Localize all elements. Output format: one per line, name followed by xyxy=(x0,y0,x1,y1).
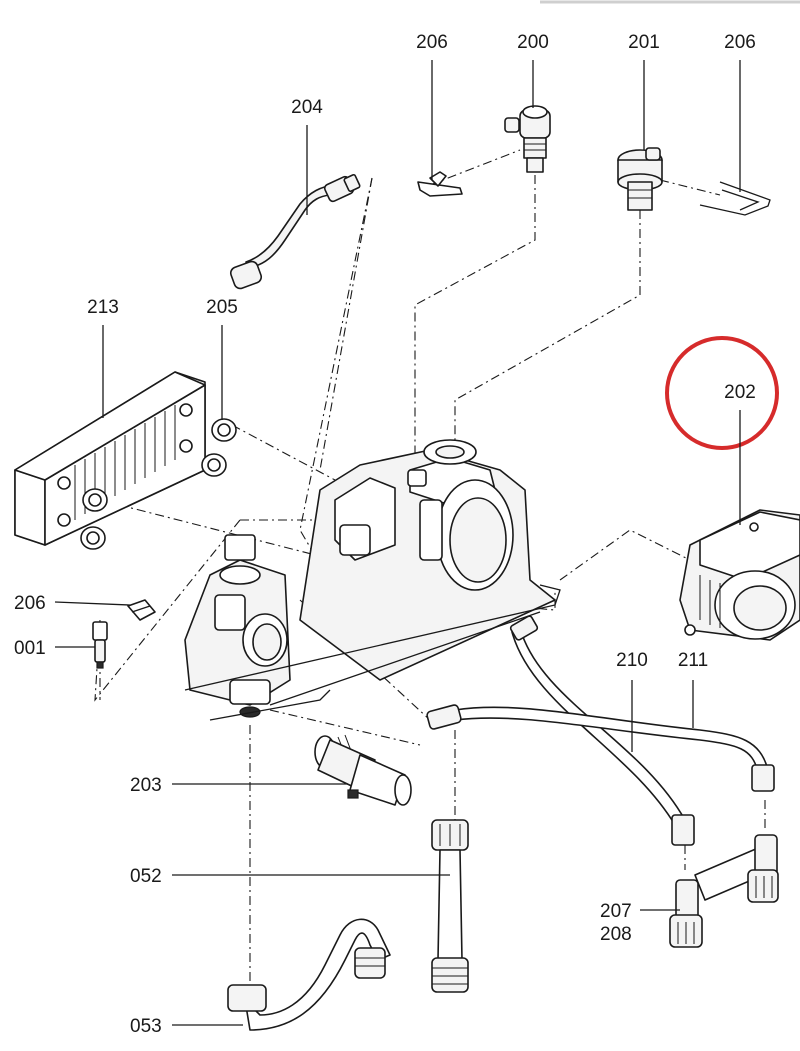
part-206-clip-left[interactable] xyxy=(127,599,156,621)
part-211-pipe[interactable] xyxy=(426,704,775,792)
part-205-seals[interactable] xyxy=(80,418,237,550)
leader-lines xyxy=(54,60,741,1026)
three-way-valve-block[interactable] xyxy=(184,534,291,718)
label-206-top-right: 206 xyxy=(724,32,756,53)
label-206-left: 206 xyxy=(14,593,46,614)
part-206-clip-top-left[interactable] xyxy=(417,171,463,197)
part-number-labels: 206 200 201 206 204 213 205 202 206 001 … xyxy=(14,32,756,1037)
part-053-bent-pipe[interactable] xyxy=(227,918,391,1031)
label-201: 201 xyxy=(628,32,660,53)
label-203: 203 xyxy=(130,775,162,796)
pump-housing-hydroblock[interactable] xyxy=(299,439,556,681)
part-202-circulation-pump[interactable] xyxy=(679,509,800,641)
part-207-208-connector[interactable] xyxy=(669,834,779,948)
label-200: 200 xyxy=(517,32,549,53)
label-001: 001 xyxy=(14,638,46,659)
label-053: 053 xyxy=(130,1016,162,1037)
label-206-top-left: 206 xyxy=(416,32,448,53)
part-206-clip-top-right[interactable] xyxy=(699,181,771,216)
label-204: 204 xyxy=(291,97,323,118)
part-213-heat-exchanger[interactable] xyxy=(14,371,206,546)
label-202: 202 xyxy=(724,382,756,403)
part-204-hose[interactable] xyxy=(229,173,361,290)
label-208: 208 xyxy=(600,924,632,945)
part-203-valve-cartridge[interactable] xyxy=(314,734,412,806)
label-052: 052 xyxy=(130,866,162,887)
part-201-air-vent[interactable] xyxy=(617,147,663,211)
mounting-bracket xyxy=(184,584,561,721)
highlight-circle xyxy=(665,336,779,450)
label-205: 205 xyxy=(206,297,238,318)
part-001-sensor[interactable] xyxy=(92,621,108,669)
label-207: 207 xyxy=(600,901,632,922)
label-210: 210 xyxy=(616,650,648,671)
part-200-valve[interactable] xyxy=(504,105,551,173)
part-052-pipe[interactable] xyxy=(431,819,469,993)
label-211: 211 xyxy=(678,650,708,671)
label-213: 213 xyxy=(87,297,119,318)
